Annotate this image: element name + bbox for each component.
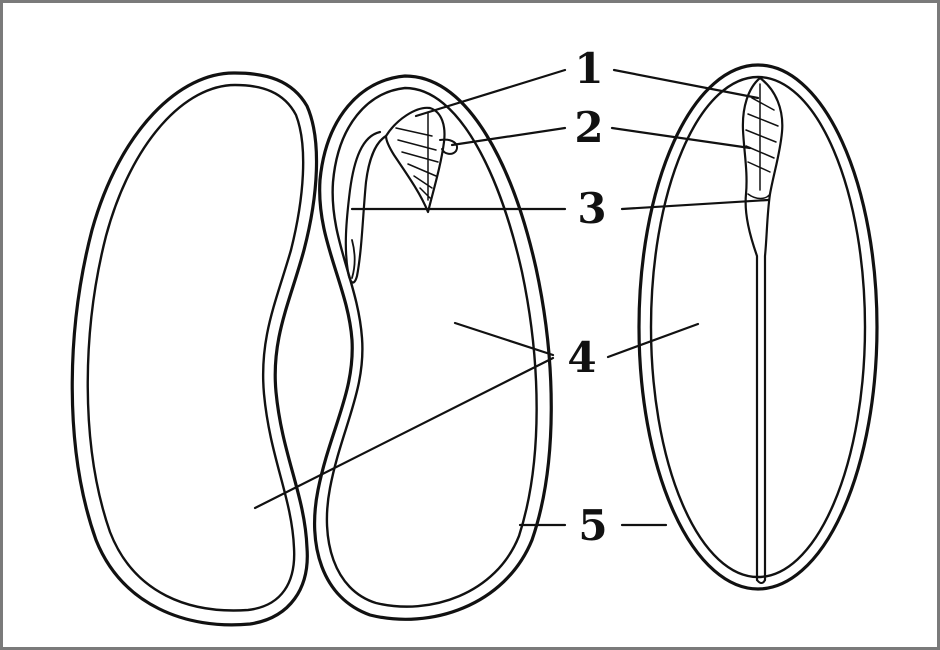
leader-lines [253,68,770,527]
leader-3-right [620,198,770,211]
label-1: 1 [574,44,603,93]
whole-seed-edge-view [637,63,879,591]
leader-4-middle [453,321,555,357]
label-2: 2 [574,103,603,152]
leader-1-left [414,68,567,118]
label-4: 4 [567,333,596,382]
separated-cotyledon [70,71,319,627]
part-labels: 1 2 3 4 5 [567,44,607,550]
label-5: 5 [578,501,607,550]
label-3: 3 [577,184,606,233]
leader-1-right [612,68,760,100]
leader-2-left [450,126,567,147]
half-seed-with-embryo [313,74,553,621]
leader-2-right [610,126,752,150]
leader-4-left [253,356,555,510]
leader-4-right [606,322,700,359]
